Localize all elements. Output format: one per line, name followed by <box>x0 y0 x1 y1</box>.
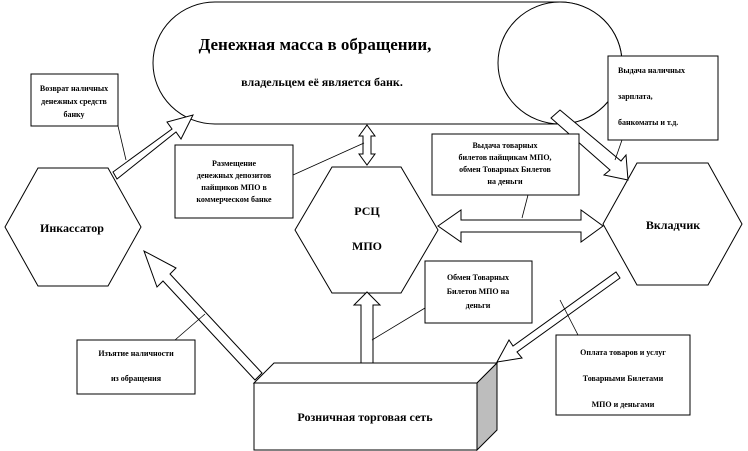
arrow-rsc-bank-bidirectional <box>358 124 376 166</box>
collector-node: Инкассатор <box>4 167 142 287</box>
leader-payment <box>559 299 579 336</box>
arrow-retail-to-rsc <box>352 291 382 364</box>
callout-placement-line1: Размещение <box>212 159 257 168</box>
arrow-rsc-depositor-bidirectional <box>437 209 604 243</box>
rsc-label-1: РСЦ <box>354 204 380 218</box>
callout-payment: Оплата товаров и услуг Товарными Билетам… <box>555 334 691 416</box>
callout-cash-return: Возврат наличных денежных средств банку <box>30 73 119 127</box>
callout-exchange-line1: Обмен Товарных <box>447 273 509 282</box>
callout-issue-cash-line1: Выдача наличных <box>618 66 685 75</box>
callout-exchange-line3: деньги <box>466 301 491 310</box>
callout-placement-line4: коммерческом банке <box>196 195 272 204</box>
callout-issue-tickets-line1: Выдача товарных <box>472 141 537 150</box>
leader-issue-cash <box>614 139 623 161</box>
callout-exchange-line2: Билетов МПО на <box>447 287 510 296</box>
leader-exchange <box>371 307 426 341</box>
callout-issue-cash: Выдача наличных зарплата, банкоматы и т.… <box>607 55 719 141</box>
callout-withdrawal-line1: Изъятие наличности <box>98 349 174 358</box>
retail-network-box: Розничная торговая сеть <box>252 361 499 451</box>
callout-issue-cash-line2: зарплата, <box>618 92 653 101</box>
callout-payment-line1: Оплата товаров и услуг <box>580 348 666 357</box>
arrow-depositor-to-retail <box>496 271 621 363</box>
callout-placement-line3: пайщиков МПО в <box>201 183 267 192</box>
callout-payment-line2: Товарными Билетами <box>583 374 664 383</box>
collector-label: Инкассатор <box>40 221 104 235</box>
money-supply-title: Денежная масса в обращении, <box>199 35 432 54</box>
callout-cash-return-line3: банку <box>63 110 84 119</box>
rsc-node: РСЦ МПО <box>294 166 439 294</box>
leader-cash-return <box>117 125 127 161</box>
callout-issue-tickets: Выдача товарных билетов пайщикам МПО, об… <box>431 133 580 196</box>
money-supply-cylinder: Денежная масса в обращении, владельцем е… <box>152 1 623 125</box>
callout-payment-line3: МПО и деньгами <box>592 400 655 409</box>
leader-issue-tickets <box>521 194 529 219</box>
money-supply-subtitle: владельцем её является банк. <box>241 75 403 89</box>
leader-withdrawal <box>174 313 206 341</box>
callout-issue-cash-line3: банкоматы и т.д. <box>618 118 678 127</box>
callout-cash-return-line1: Возврат наличных <box>40 84 108 93</box>
callout-cash-return-line2: денежных средств <box>41 97 107 106</box>
arrow-bank-to-depositor <box>550 109 629 181</box>
rsc-label-2: МПО <box>352 239 382 253</box>
retail-label: Розничная торговая сеть <box>297 410 433 424</box>
leader-placement <box>292 142 365 176</box>
arrow-collector-to-bank <box>112 114 194 180</box>
callout-exchange: Обмен Товарных Билетов МПО на деньги <box>424 260 533 324</box>
depositor-label: Вкладчик <box>646 218 700 232</box>
callout-withdrawal: Изъятие наличности из обращения <box>76 339 196 395</box>
callout-withdrawal-line2: из обращения <box>111 374 162 383</box>
depositor-node: Вкладчик <box>602 162 743 286</box>
callout-placement-line2: денежных депозитов <box>197 171 272 180</box>
callout-issue-tickets-line2: билетов пайщикам МПО, <box>458 153 551 162</box>
callout-placement: Размещение денежных депозитов пайщиков М… <box>174 144 294 219</box>
callout-issue-tickets-line3: обмен Товарных Билетов <box>459 165 551 174</box>
callout-issue-tickets-line4: на деньги <box>487 177 523 186</box>
